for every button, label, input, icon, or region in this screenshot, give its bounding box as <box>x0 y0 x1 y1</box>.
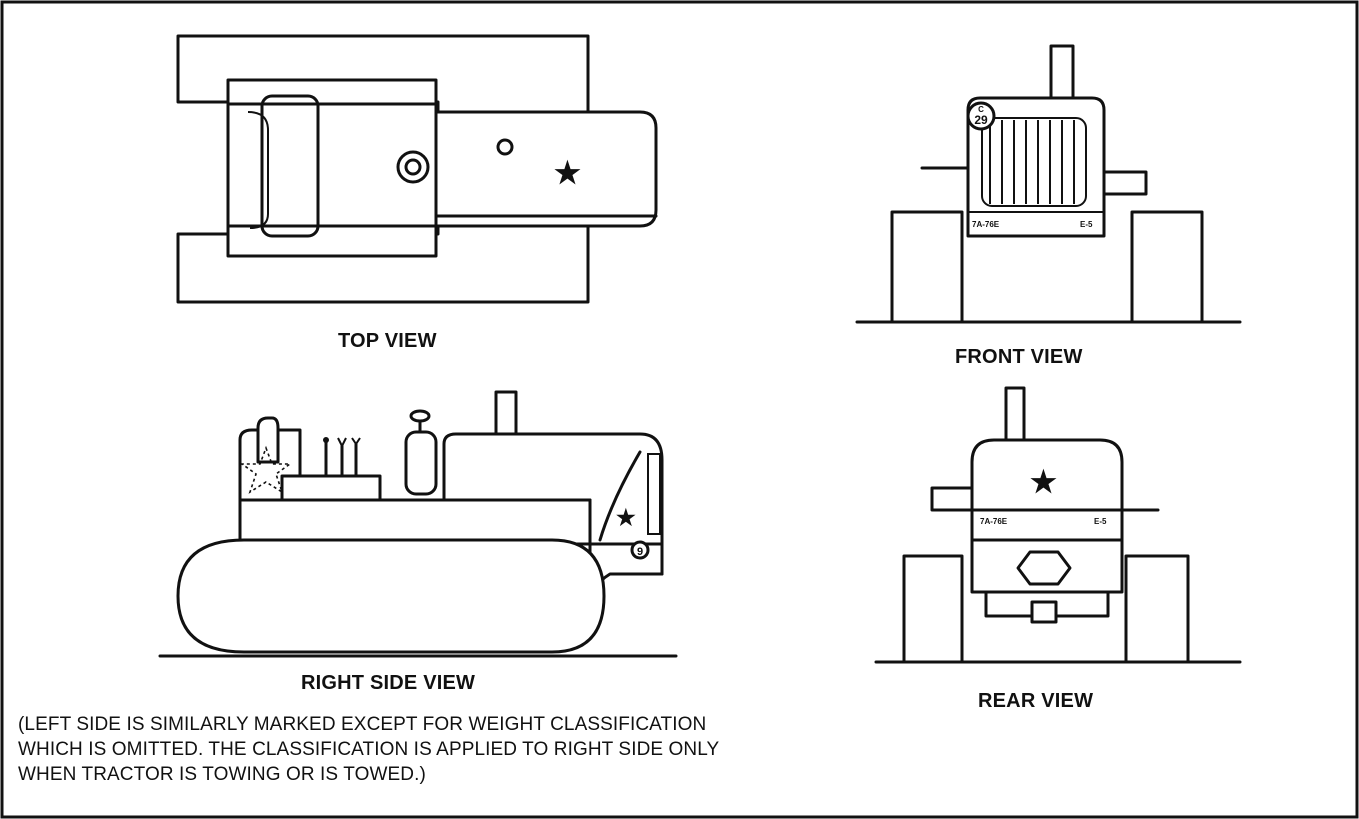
rear-star-marking-icon: ★ <box>1030 466 1057 499</box>
rear-unit-code: E-5 <box>1094 517 1107 526</box>
front-view-label: FRONT VIEW <box>955 346 1083 368</box>
front-registration-number: 7A-76E <box>972 220 1000 229</box>
bridge-class-number: 29 <box>974 113 988 127</box>
right-side-view-label: RIGHT SIDE VIEW <box>301 672 476 694</box>
note-line-1: (LEFT SIDE IS SIMILARLY MARKED EXCEPT FO… <box>18 714 707 735</box>
rear-view-label: REAR VIEW <box>978 690 1094 712</box>
side-weight-class: 9 <box>637 546 643 558</box>
note-line-2: WHICH IS OMITTED. THE CLASSIFICATION IS … <box>18 739 720 760</box>
side-view-drawing <box>158 390 678 658</box>
front-view-drawing <box>855 44 1242 324</box>
top-view-drawing <box>176 34 658 304</box>
note-line-3: WHEN TRACTOR IS TOWING OR IS TOWED.) <box>18 764 426 785</box>
star-marking-icon: ★ <box>554 157 581 190</box>
side-star-marking-icon: ★ <box>616 505 636 530</box>
rear-view-drawing <box>874 386 1242 664</box>
rear-registration-number: 7A-76E <box>980 517 1008 526</box>
classification-note: (LEFT SIDE IS SIMILARLY MARKED EXCEPT FO… <box>18 712 719 787</box>
top-view-label: TOP VIEW <box>338 330 437 352</box>
front-unit-code: E-5 <box>1080 220 1093 229</box>
bridge-class-letter: C <box>978 105 984 114</box>
